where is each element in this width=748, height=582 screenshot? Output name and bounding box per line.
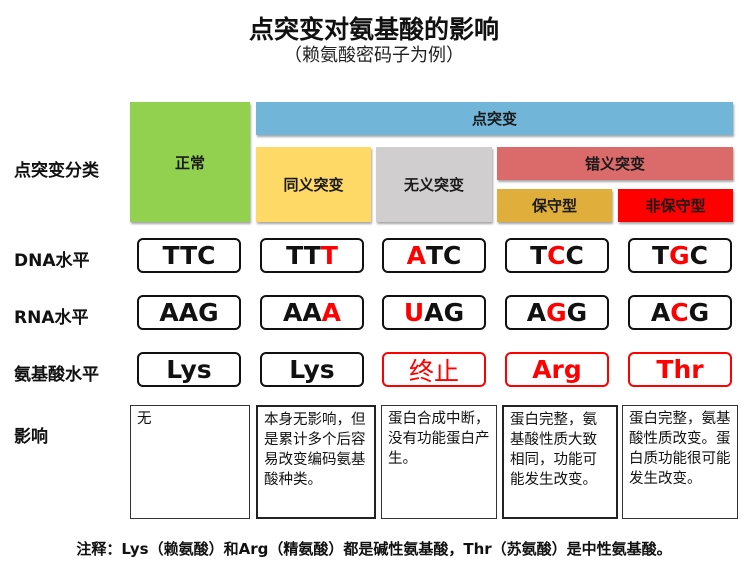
category-non-conservative: 非保守型 bbox=[618, 189, 733, 222]
codon-base: TT bbox=[286, 241, 321, 270]
category-synonymous: 同义突变 bbox=[256, 147, 371, 222]
row-label-rna: RNA水平 bbox=[14, 308, 89, 328]
category-missense: 错义突变 bbox=[497, 147, 733, 180]
codon-base: T bbox=[530, 241, 548, 270]
codon-base: T bbox=[652, 241, 670, 270]
impact-conservative: 蛋白完整，氨基酸性质大致相同，功能可能发生改变。 bbox=[502, 405, 618, 519]
mutated-base: G bbox=[669, 241, 690, 270]
codon-base: G bbox=[688, 298, 710, 327]
mutated-base: C bbox=[670, 298, 689, 327]
amino-acid-conservative: Arg bbox=[505, 352, 609, 387]
impact-normal: 无 bbox=[130, 405, 250, 519]
codon-base: A bbox=[526, 298, 547, 327]
codon-base: AA bbox=[282, 298, 322, 327]
category-conservative: 保守型 bbox=[497, 189, 612, 222]
dna-codon-normal: TTC bbox=[137, 238, 241, 273]
row-label-classification: 点突变分类 bbox=[14, 161, 99, 181]
mutated-base: A bbox=[406, 241, 426, 270]
codon-base: AAG bbox=[159, 298, 219, 327]
codon-base: AG bbox=[424, 298, 465, 327]
mutated-base: A bbox=[321, 298, 342, 327]
impact-nonsense: 蛋白合成中断，没有功能蛋白产生。 bbox=[381, 405, 497, 519]
category-normal: 正常 bbox=[130, 102, 250, 222]
codon-base: C bbox=[565, 241, 584, 270]
category-nonsense: 无义突变 bbox=[376, 147, 492, 222]
codon-base: C bbox=[689, 241, 708, 270]
codon-base: A bbox=[650, 298, 671, 327]
codon-base: G bbox=[566, 298, 588, 327]
codon-base: TTC bbox=[162, 241, 216, 270]
row-label-impact: 影响 bbox=[14, 427, 48, 447]
rna-codon-normal: AAG bbox=[137, 295, 241, 330]
amino-acid-nonsense: 终止 bbox=[382, 352, 486, 387]
mutated-base: C bbox=[547, 241, 566, 270]
diagram-title: 点突变对氨基酸的影响 bbox=[248, 15, 499, 44]
row-label-dna: DNA水平 bbox=[14, 251, 90, 271]
diagram-subtitle: （赖氨酸密码子为例） bbox=[284, 45, 464, 66]
amino-acid-synonymous: Lys bbox=[260, 352, 364, 387]
amino-acid-normal: Lys bbox=[137, 352, 241, 387]
mutated-base: U bbox=[403, 298, 425, 327]
row-label-amino-acid: 氨基酸水平 bbox=[14, 365, 99, 385]
category-point-mutation: 点突变 bbox=[256, 102, 733, 135]
footnote: 注释：Lys（赖氨酸）和Arg（精氨酸）都是碱性氨基酸，Thr（苏氨酸）是中性氨… bbox=[76, 540, 672, 558]
impact-non-conservative: 蛋白完整，氨基酸性质改变。蛋白质功能很可能发生改变。 bbox=[622, 405, 738, 519]
codon-base: TC bbox=[425, 241, 462, 270]
impact-synonymous: 本身无影响，但是累计多个后容易改变编码氨基酸种类。 bbox=[256, 405, 376, 519]
mutated-base: T bbox=[320, 241, 338, 270]
mutated-base: G bbox=[546, 298, 567, 327]
amino-acid-non-conservative: Thr bbox=[628, 352, 732, 387]
